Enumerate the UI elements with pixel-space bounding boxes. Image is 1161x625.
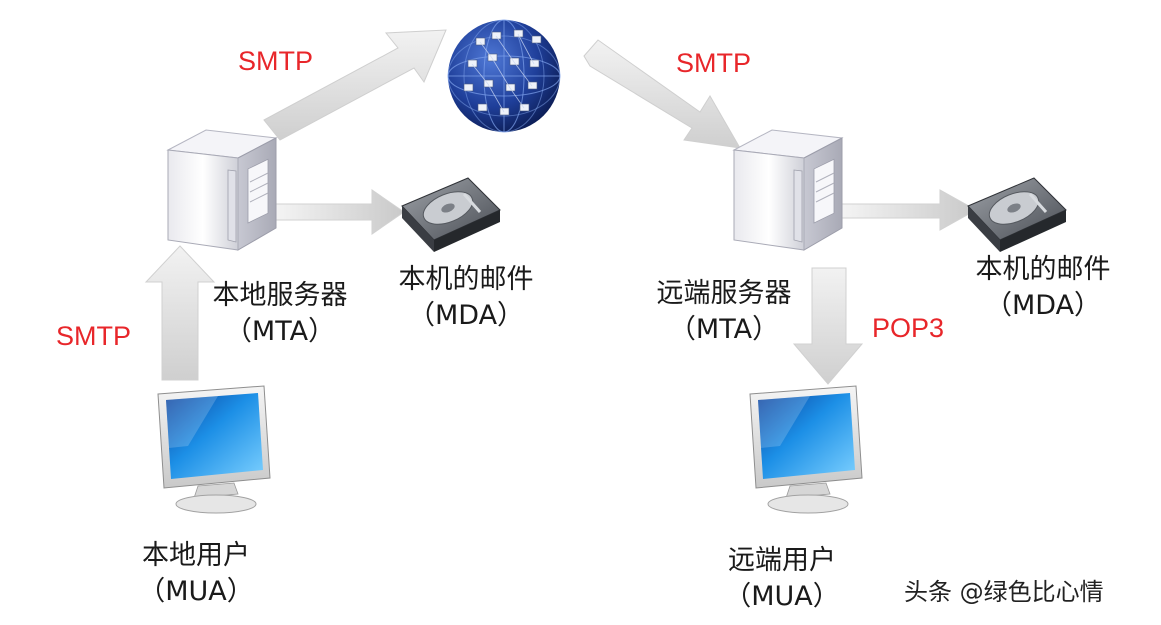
arrow-local-user-to-server (144, 245, 216, 381)
remote-mda-name: 本机的邮件 (975, 254, 1111, 285)
globe-network-icon (447, 19, 561, 133)
watermark-text: 头条 @绿色比心情 (904, 578, 1104, 606)
remote-mda-tag: （MDA） (984, 290, 1102, 321)
local-user-tag: （MUA） (138, 576, 254, 607)
remote-server-tag: （MTA） (668, 314, 780, 345)
local-server-icon (167, 129, 277, 251)
arrow-local-server-to-internet (263, 29, 447, 141)
arrow-local-server-to-mda (275, 189, 405, 235)
smtp-label-upper-right: SMTP (676, 48, 752, 78)
remote-server-label: 远端服务器 （MTA） (644, 276, 804, 348)
remote-user-tag: （MUA） (724, 581, 840, 612)
remote-mda-label: 本机的邮件 （MDA） (958, 252, 1128, 324)
local-user-name: 本地用户 (142, 540, 250, 571)
local-mda-name: 本机的邮件 (398, 264, 534, 295)
local-monitor-icon (157, 385, 271, 514)
arrow-remote-server-to-mda (841, 189, 978, 231)
remote-user-name: 远端用户 (728, 545, 836, 576)
remote-server-icon (733, 129, 843, 251)
local-hard-disk-icon (400, 176, 502, 254)
remote-monitor-icon (749, 385, 863, 514)
local-mda-label: 本机的邮件 （MDA） (386, 262, 546, 334)
smtp-label-upper-left: SMTP (238, 46, 314, 76)
local-mda-tag: （MDA） (407, 300, 525, 331)
local-server-tag: （MTA） (224, 316, 336, 347)
local-user-label: 本地用户 （MUA） (126, 538, 266, 610)
remote-user-label: 远端用户 （MUA） (712, 543, 852, 615)
remote-hard-disk-icon (966, 176, 1068, 254)
local-server-label: 本地服务器 （MTA） (200, 278, 360, 350)
remote-server-name: 远端服务器 (656, 278, 792, 309)
pop3-label: POP3 (872, 313, 945, 343)
smtp-label-lower-left: SMTP (56, 321, 132, 351)
local-server-name: 本地服务器 (212, 280, 348, 311)
arrow-remote-server-to-user (792, 267, 864, 385)
